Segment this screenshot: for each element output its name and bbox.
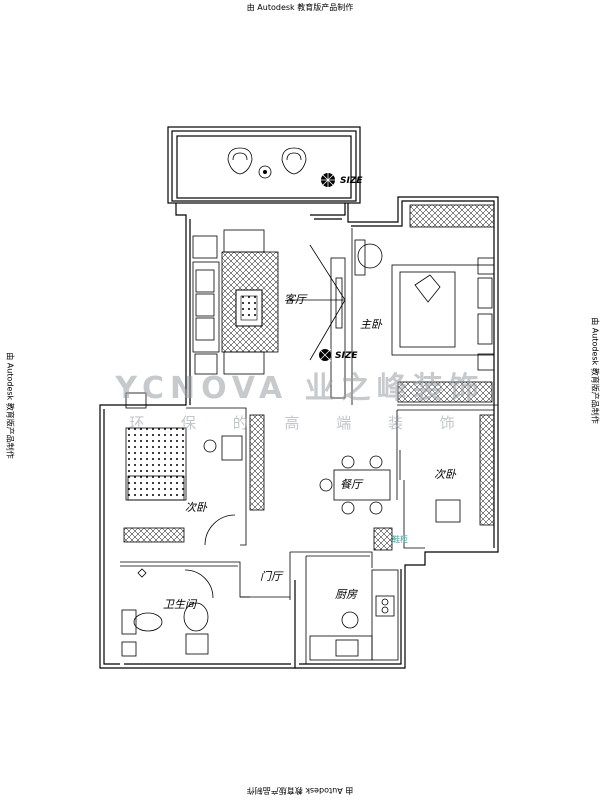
nightstand-icon (477, 353, 495, 371)
room-label-second-bedroom-left: 次卧 (185, 501, 208, 514)
washbasin-icon (183, 602, 209, 632)
second-bedroom-right: 次卧 (434, 414, 495, 526)
watermark-brand: YCNOVA 业之峰装饰 (114, 371, 484, 406)
room-label-dining: 餐厅 (340, 478, 364, 491)
room-label-kitchen: 厨房 (335, 588, 358, 601)
room-label-second-bedroom-right: 次卧 (434, 468, 457, 481)
watermark-slogan: 环 保 的 高 端 装 饰 (129, 414, 471, 432)
nightstand-icon (125, 392, 147, 409)
dining-room: 餐厅 鞋柜 (319, 455, 408, 551)
master-bedroom: 主卧 (354, 204, 495, 403)
room-label-master-bedroom: 主卧 (360, 318, 383, 331)
kitchen: 厨房 (309, 569, 399, 661)
size-tag: SIZE (340, 176, 363, 186)
shoe-cabinet (373, 527, 393, 551)
size-tag: SIZE (335, 351, 358, 361)
tv-cabinet (330, 257, 346, 399)
side-table-icon (258, 165, 272, 179)
armchair-icon (223, 229, 265, 253)
room-label-entrance: 门厅 (260, 570, 284, 583)
toilet-icon (133, 612, 163, 632)
lamp-chair-icon (414, 274, 441, 303)
living-room: 客厅 SIZE (192, 229, 358, 399)
corner-table-icon (192, 235, 218, 259)
bathroom: 卫生间 (121, 568, 214, 657)
cabinet-icon (185, 633, 209, 655)
balcony: SIZE (167, 126, 363, 204)
sink-icon (335, 639, 359, 657)
counter (371, 569, 399, 661)
wardrobe (479, 414, 495, 526)
stove-icon (375, 595, 395, 617)
room-label-living: 客厅 (284, 293, 308, 306)
tv-icon (335, 277, 343, 329)
bookshelf (397, 381, 493, 403)
walls (99, 196, 499, 669)
dining-chair-icon (369, 455, 383, 469)
sofa-icon (192, 261, 220, 353)
shoe-cabinet-note: 鞋柜 (392, 534, 408, 544)
room-label-bathroom: 卫生间 (163, 598, 198, 611)
dining-chair-icon (341, 501, 355, 515)
lounge-chair-icon (281, 147, 307, 175)
pillow-icon (477, 313, 493, 345)
autodesk-note-top: 由 Autodesk 教育版产品制作 (246, 3, 354, 12)
lounge-chair-icon (227, 147, 253, 175)
counter (309, 635, 373, 661)
dining-table-icon (333, 469, 391, 501)
entrance-hall: 门厅 (240, 570, 290, 598)
plant-icon (319, 171, 337, 189)
corner-table-icon (194, 353, 218, 375)
vanity-stool-icon (357, 243, 383, 269)
dining-chair-icon (369, 501, 383, 515)
wardrobe (249, 414, 265, 511)
bed-icon (125, 427, 187, 501)
pillow-icon (477, 277, 493, 309)
dining-chair-icon (341, 455, 355, 469)
floor-drain-icon (137, 568, 147, 578)
dining-chair-icon (319, 478, 333, 492)
wardrobe (409, 204, 495, 228)
desk-chair-icon (435, 499, 461, 523)
chair-icon (203, 439, 217, 453)
desk-icon (221, 435, 243, 461)
range-hood-icon (341, 611, 359, 629)
bookshelf (123, 527, 185, 543)
dresser-icon (354, 239, 366, 276)
bed-icon (391, 264, 495, 356)
toilet-tank-icon (121, 609, 137, 635)
plant-icon (318, 348, 332, 362)
nightstand-icon (477, 257, 495, 275)
second-bedroom-left: 次卧 (123, 392, 265, 546)
shower-icon (121, 641, 137, 657)
